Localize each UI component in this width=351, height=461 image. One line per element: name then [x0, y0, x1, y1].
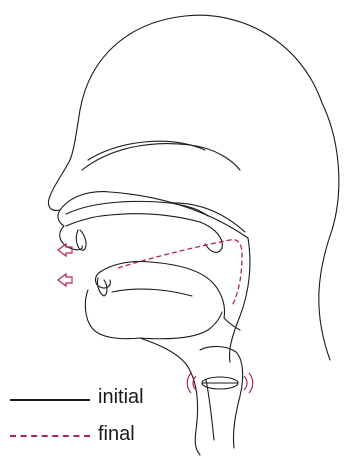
pharynx-wall	[229, 238, 249, 362]
upper-gum	[66, 214, 200, 226]
turbinate-line	[82, 144, 240, 170]
epiglottis	[224, 318, 240, 330]
upper-teeth	[76, 230, 86, 250]
throat-front-line	[140, 338, 200, 455]
tongue-final-dashed	[118, 240, 242, 306]
neck-back-line	[319, 103, 339, 360]
tongue-lower-contour	[112, 289, 192, 296]
legend-initial-label: initial	[98, 387, 144, 407]
legend-initial-swatch	[10, 399, 90, 401]
legend-final-label: final	[98, 424, 135, 444]
head-profile-outline	[48, 15, 322, 250]
legend-final-swatch	[10, 435, 90, 437]
jaw-floor	[140, 312, 222, 339]
airflow-arrow-icon	[58, 274, 72, 286]
lower-lip-chin	[85, 290, 140, 339]
larynx-outline	[200, 346, 243, 448]
velum-initial	[200, 222, 222, 252]
turbinate-upper	[88, 141, 205, 160]
